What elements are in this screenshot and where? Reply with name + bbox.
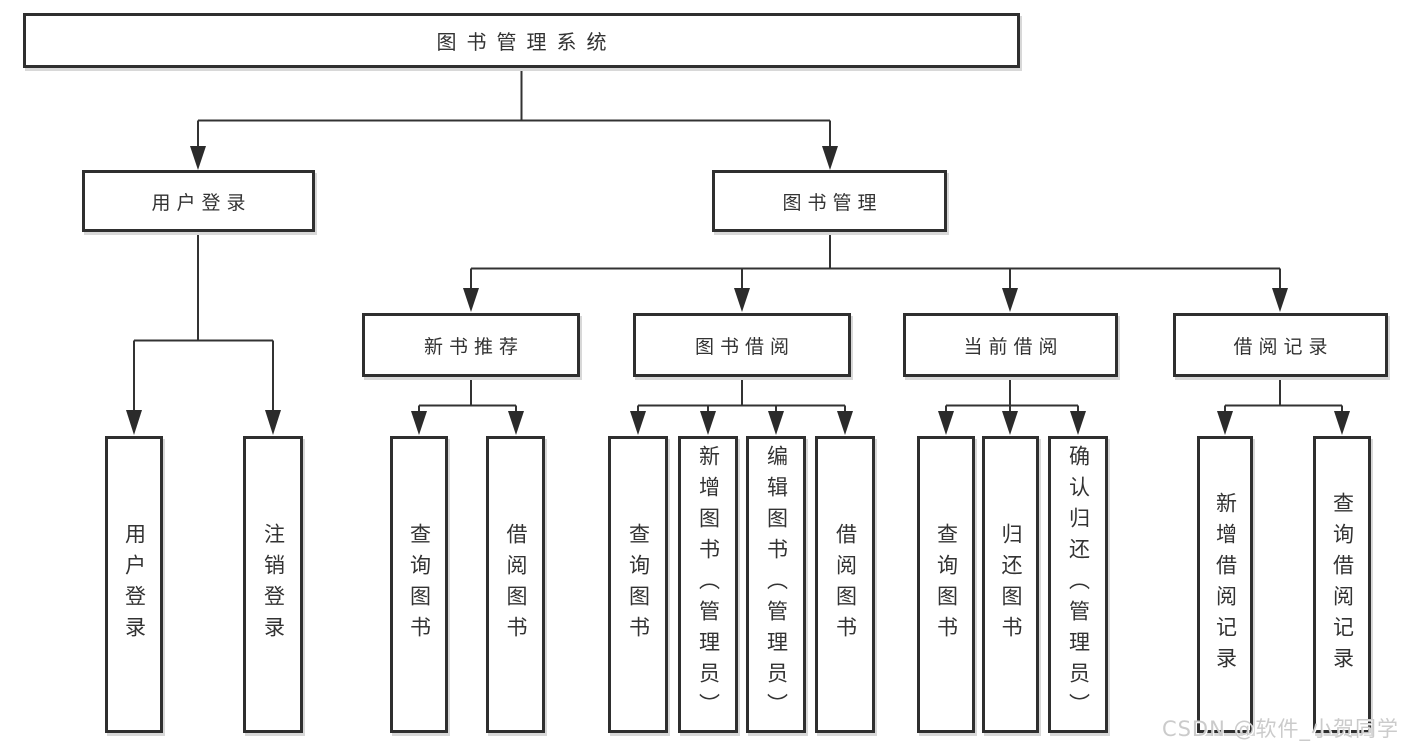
leaf-query-books-current: 查询图书	[917, 436, 975, 733]
node-label: 确认归还（管理员）	[1066, 445, 1091, 724]
node-label: 当前借阅	[963, 335, 1064, 358]
node-label: 新增图书（管理员）	[696, 445, 721, 724]
node-book-management: 图书管理	[712, 170, 947, 232]
node-label: 借阅记录	[1233, 335, 1334, 358]
node-label: 归还图书	[999, 522, 1023, 647]
node-label: 图书管理	[782, 191, 883, 214]
leaf-query-borrow-record: 查询借阅记录	[1313, 436, 1371, 733]
node-library-management-system: 图书管理系统	[23, 13, 1020, 68]
node-label: 新书推荐	[423, 335, 524, 358]
node-label: 借阅图书	[833, 522, 858, 647]
leaf-query-books-borrow: 查询图书	[608, 436, 668, 733]
leaf-add-books-admin: 新增图书（管理员）	[678, 436, 738, 733]
node-label: 借阅图书	[504, 522, 528, 647]
node-borrowing-records: 借阅记录	[1173, 313, 1388, 377]
leaf-borrow-books: 借阅图书	[815, 436, 875, 733]
node-label: 编辑图书（管理员）	[764, 445, 789, 724]
leaf-confirm-return-admin: 确认归还（管理员）	[1048, 436, 1108, 733]
node-label: 查询图书	[407, 522, 432, 647]
watermark: CSDN @软件_小贺同学	[1161, 717, 1399, 741]
node-label: 注销登录	[261, 522, 286, 647]
node-current-borrowing: 当前借阅	[903, 313, 1118, 377]
node-label: 查询图书	[934, 522, 959, 647]
leaf-edit-books-admin: 编辑图书（管理员）	[746, 436, 806, 733]
leaf-logout: 注销登录	[243, 436, 303, 733]
leaf-borrow-books-recommend: 借阅图书	[486, 436, 545, 733]
node-new-book-recommendation: 新书推荐	[362, 313, 580, 377]
node-book-borrowing: 图书借阅	[633, 313, 851, 377]
node-label: 用户登录	[151, 191, 252, 214]
arrowheads	[126, 146, 1350, 435]
leaf-user-login: 用户登录	[105, 436, 163, 733]
leaf-add-borrow-record: 新增借阅记录	[1197, 436, 1253, 733]
node-label: 用户登录	[122, 522, 147, 647]
leaf-query-books-recommend: 查询图书	[390, 436, 448, 733]
node-label: 新增借阅记录	[1213, 491, 1238, 678]
node-user-login: 用户登录	[82, 170, 315, 232]
node-label: 图书借阅	[694, 335, 795, 358]
node-label: 图书管理系统	[436, 30, 617, 54]
node-label: 查询借阅记录	[1330, 491, 1355, 678]
leaf-return-books: 归还图书	[982, 436, 1039, 733]
node-label: 查询图书	[626, 522, 651, 647]
